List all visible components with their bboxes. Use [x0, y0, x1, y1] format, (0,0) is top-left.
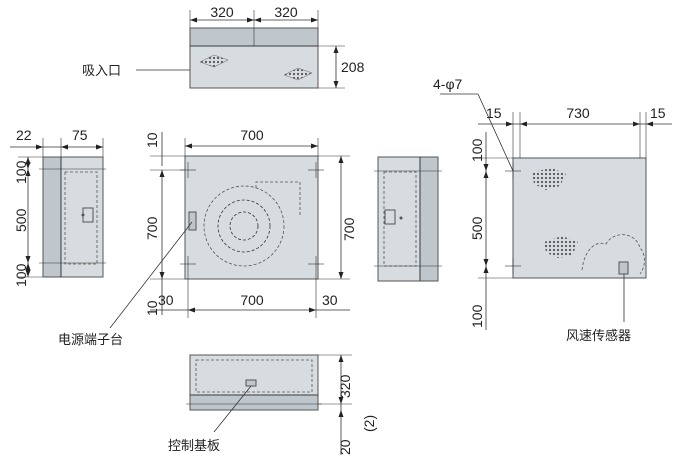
dim-side-100a: 100: [13, 160, 29, 184]
dim-front-10b: 10: [144, 300, 160, 316]
dim-side-500: 500: [13, 208, 29, 232]
dim-bottom-20: 20: [337, 439, 353, 455]
dim-front-700-top: 700: [240, 127, 264, 143]
label-intake: 吸入口: [82, 64, 121, 79]
dim-top-w1: 320: [210, 4, 234, 20]
bottom-view: 320 20 (2) 控制基板: [168, 354, 377, 455]
perforation: [532, 168, 566, 190]
dim-front-700-left: 700: [144, 216, 160, 240]
left-side-view: 22 75 100 500 100: [10, 127, 106, 287]
dim-top-h: 208: [341, 59, 365, 75]
front-view: 700 10 700 10 700 30 700 30 电源端子台: [58, 127, 357, 348]
top-view: 320 320 208 吸入口: [82, 4, 365, 89]
dim-front-30a: 30: [158, 292, 174, 308]
dim-top-w2: 320: [274, 4, 298, 20]
wind-sensor: [618, 261, 629, 275]
dim-rear-100b: 100: [469, 304, 485, 328]
control-board-connector: [245, 379, 257, 387]
dim-side-75: 75: [72, 127, 88, 143]
dim-hole-spec: 4-φ7: [433, 76, 463, 92]
dim-rear-100a: 100: [469, 138, 485, 162]
dim-rear-15b: 15: [650, 105, 666, 121]
dim-rear-730: 730: [566, 105, 590, 121]
intake-grille: [283, 67, 313, 81]
dim-bottom-note: (2): [361, 415, 377, 432]
dim-front-30b: 30: [322, 292, 338, 308]
label-terminal: 电源端子台: [58, 333, 123, 348]
intake-grille: [199, 54, 229, 68]
terminal-block: [188, 211, 197, 231]
label-wind-sensor: 风速传感器: [566, 328, 631, 344]
label-control-board: 控制基板: [168, 439, 220, 454]
dim-front-10a: 10: [144, 132, 160, 148]
dim-rear-15a: 15: [486, 105, 502, 121]
right-side-view: [374, 156, 442, 282]
perforation: [544, 236, 578, 258]
dim-front-700-bottom: 700: [240, 292, 264, 308]
rear-view: 15 730 15 4-φ7 100 500 100 风速传感器: [433, 76, 672, 344]
dim-side-22: 22: [16, 127, 32, 143]
dim-front-700-right: 700: [341, 217, 357, 241]
dim-side-100b: 100: [13, 263, 29, 287]
dim-bottom-320: 320: [337, 374, 353, 398]
dim-rear-500: 500: [469, 216, 485, 240]
